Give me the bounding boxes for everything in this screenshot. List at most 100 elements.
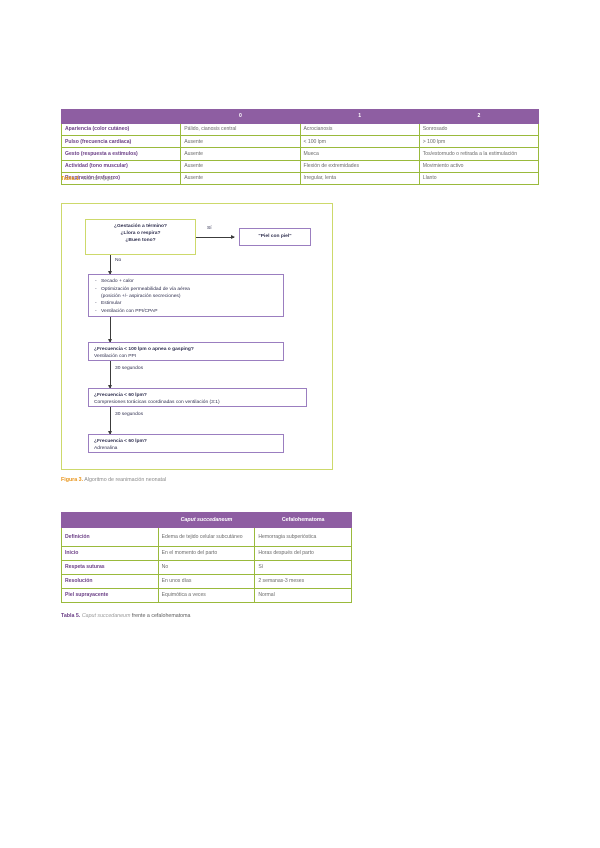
apgar-row-label: Pulso (frecuencia cardiaca) [60, 135, 182, 149]
table-row: Actividad (tono muscular) Ausente Flexió… [60, 159, 540, 173]
skin-to-skin-label: "Piel con piel" [258, 234, 292, 240]
apgar-cell-score-2: Tos/estornudo o retirada a la estimulaci… [418, 147, 540, 161]
apgar-header-score-0: 0 [180, 109, 301, 124]
list-item: Optimización permeabilidad de vía aérea … [94, 286, 278, 300]
timer-label-1: 30 segundos [115, 366, 144, 371]
start-question-3: ¿Buen tono? [125, 238, 156, 244]
apgar-cell-score-0: Ausente [180, 171, 301, 185]
caput-cell-caput: En el momento del parto [157, 546, 256, 561]
apgar-cell-score-1: Acrocianosis [299, 122, 420, 137]
caput-cell-cefalo: Hemorragia subperióstica [254, 527, 352, 547]
apgar-cell-score-0: Ausente [180, 159, 301, 173]
step-text: Secado + calor [101, 279, 134, 284]
apgar-cell-score-0: Pálido, cianosis central [180, 122, 301, 137]
apgar-table-body: Apariencia (color cutáneo) Pálido, ciano… [60, 122, 540, 185]
caput-row-label: Inicio [61, 546, 159, 561]
apgar-row-label: Actividad (tono muscular) [60, 159, 182, 173]
flowchart-start-box: ¿Gestación a término? ¿Llora o respira? … [85, 219, 196, 255]
timer-label-2: 30 segundos [115, 412, 144, 417]
arrow-label-yes: Sí [207, 226, 212, 231]
caput-cell-cefalo: Horas después del parto [254, 546, 352, 561]
caption-body: Algoritmo de reanimación neonatal [84, 477, 167, 483]
caput-header-caput: Caput succedaneum [157, 512, 256, 528]
caput-table-body: Definición Edema de tejido celular subcu… [61, 527, 352, 603]
apgar-cell-score-1: Irregular, lenta [299, 171, 420, 185]
apgar-cell-score-0: Ausente [180, 147, 301, 161]
arrow-ppi-to-compressions [108, 361, 112, 389]
apgar-cell-score-1: Mueca [299, 147, 420, 161]
apgar-header-score-2: 2 [418, 109, 540, 124]
caput-header-cefalohematoma: Cefalohematoma [254, 512, 352, 528]
apgar-cell-score-1: Flexión de extremidades [299, 159, 420, 173]
caption-italic: Caput succedaneum [81, 613, 131, 619]
apgar-row-label: Respiración (esfuerzo) [60, 171, 182, 185]
list-item: Secado + calor [94, 278, 278, 285]
step-subtext: (posición +/- aspiración secreciones) [101, 293, 181, 299]
apgar-cell-score-2: Sonrosado [418, 122, 540, 137]
neonatal-resuscitation-flowchart: ¿Gestación a término? ¿Llora o respira? … [61, 203, 333, 470]
caption-lead: Tabla 5. [61, 613, 81, 619]
ppi-detail: Ventilación con PPI [94, 354, 137, 360]
step-text: Optimización permeabilidad de vía aérea [101, 286, 190, 292]
apgar-cell-score-2: > 100 lpm [418, 135, 540, 149]
apgar-table-head: 0 1 2 [60, 109, 540, 124]
arrow-compressions-to-adrenaline [108, 407, 112, 435]
list-item: Ventilación con PPI/CPAP [94, 308, 278, 315]
step-text: Ventilación con PPI/CPAP [101, 308, 158, 314]
caption-body: Test de Apgar [81, 176, 115, 182]
apgar-table-container: 0 1 2 Apariencia (color cutáneo) Pálido,… [60, 109, 540, 185]
table-row: Gesto (respuesta a estímulos) Ausente Mu… [60, 147, 540, 161]
arrow-no-vertical [108, 255, 112, 275]
table-row: Inicio En el momento del parto Horas des… [61, 546, 352, 561]
compressions-detail: Compresiones torácicas coordinadas con v… [94, 400, 220, 406]
caput-header-row: Caput succedaneum Cefalohematoma [61, 512, 352, 528]
flowchart-skin-to-skin-box: "Piel con piel" [239, 228, 311, 246]
table-row: Resolución En unos días 2 semanas-3 mese… [61, 574, 352, 589]
caption-lead: Tabla 1. [61, 176, 81, 182]
initial-steps-list: Secado + calor Optimización permeabilida… [94, 278, 278, 315]
flowchart-compressions-box: ¿Frecuencia < 60 lpm? Compresiones torác… [88, 388, 307, 407]
apgar-cell-score-0: Ausente [180, 135, 301, 149]
apgar-header-blank [60, 109, 182, 124]
table-row: Definición Edema de tejido celular subcu… [61, 527, 352, 547]
start-question-2: ¿Llora o respira? [120, 231, 161, 237]
arrow-yes-horizontal [196, 235, 235, 239]
apgar-header-score-1: 1 [299, 109, 420, 124]
adrenaline-question: ¿Frecuencia < 60 lpm? [94, 439, 147, 444]
flowchart-initial-steps-box: Secado + calor Optimización permeabilida… [88, 274, 284, 317]
table-row: Pulso (frecuencia cardiaca) Ausente < 10… [60, 135, 540, 149]
figure3-caption: Figura 3. Algoritmo de reanimación neona… [61, 477, 166, 484]
ppi-question: ¿Frecuencia < 100 lpm o apnea o gasping? [94, 347, 194, 352]
adrenaline-detail: Adrenalina [94, 446, 118, 452]
caput-cell-cefalo: 2 semanas-3 meses [254, 574, 352, 589]
caption-lead: Figura 3. [61, 477, 84, 483]
apgar-cell-score-2: Movimiento activo [418, 159, 540, 173]
apgar-table: 0 1 2 Apariencia (color cutáneo) Pálido,… [60, 109, 540, 185]
flowchart-adrenaline-box: ¿Frecuencia < 60 lpm? Adrenalina [88, 434, 284, 453]
arrow-steps-to-ppi [108, 317, 112, 343]
caput-header-blank [61, 512, 159, 528]
caput-table-container: Caput succedaneum Cefalohematoma Definic… [61, 512, 352, 603]
caput-row-label: Resolución [61, 574, 159, 589]
caption-body: frente a cefalohematoma [130, 613, 191, 619]
caput-cell-caput: Edema de tejido celular subcutáneo [157, 527, 256, 547]
apgar-row-label: Gesto (respuesta a estímulos) [60, 147, 182, 161]
caput-row-label: Respeta suturas [61, 560, 159, 575]
table-row: Piel suprayacente Equimótica a veces Nor… [61, 588, 352, 603]
step-text: Estimular [101, 301, 122, 307]
table-row: Respiración (esfuerzo) Ausente Irregular… [60, 171, 540, 185]
caput-row-label: Definición [61, 527, 159, 547]
caput-row-label: Piel suprayacente [61, 588, 159, 603]
apgar-row-label: Apariencia (color cutáneo) [60, 122, 182, 137]
caput-table: Caput succedaneum Cefalohematoma Definic… [61, 512, 352, 603]
table-row: Respeta suturas No Sí [61, 560, 352, 575]
caput-table-caption: Tabla 5. Caput succedaneum frente a cefa… [61, 613, 191, 620]
start-question-1: ¿Gestación a término? [114, 224, 167, 229]
caput-table-head: Caput succedaneum Cefalohematoma [61, 512, 352, 528]
arrow-label-no: No [115, 258, 122, 263]
caput-cell-cefalo: Sí [254, 560, 352, 575]
compressions-question: ¿Frecuencia < 60 lpm? [94, 393, 147, 398]
caput-cell-caput: Equimótica a veces [157, 588, 256, 603]
caput-cell-caput: En unos días [157, 574, 256, 589]
caput-cell-caput: No [157, 560, 256, 575]
